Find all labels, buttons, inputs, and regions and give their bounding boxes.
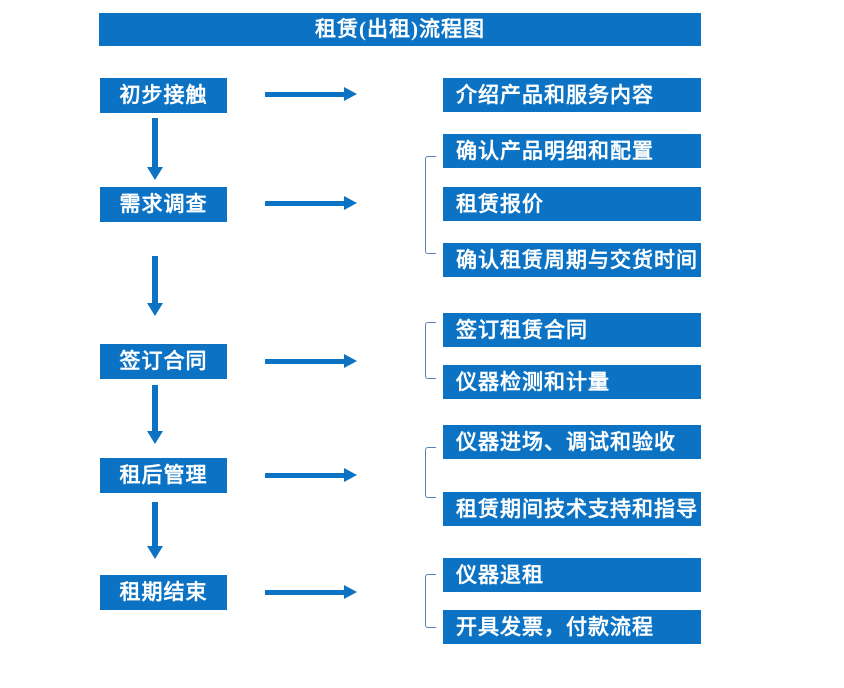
group-bracket [425,156,436,254]
arrow-down-icon [147,256,163,316]
output-box-invoice-payment: 开具发票，付款流程 [443,610,701,644]
output-box-rental-quotation: 租赁报价 [443,187,701,221]
arrow-right-icon [265,585,357,599]
arrow-down-icon [147,118,163,180]
output-box-tech-support: 租赁期间技术支持和指导 [443,492,701,526]
stage-box-post-rental-management: 租后管理 [100,458,227,493]
stage-box-sign-contract: 签订合同 [100,344,227,379]
stage-box-demand-survey: 需求调查 [100,187,227,222]
arrow-down-icon [147,502,163,559]
output-box-instrument-setup: 仪器进场、调试和验收 [443,425,701,459]
arrow-right-icon [265,468,357,482]
group-bracket [425,574,436,628]
arrow-right-icon [265,354,357,368]
output-box-confirm-product-config: 确认产品明细和配置 [443,134,701,168]
stage-box-rental-end: 租期结束 [100,575,227,610]
output-box-instrument-testing: 仪器检测和计量 [443,365,701,399]
flowchart-title: 租赁(出租)流程图 [99,13,701,46]
output-box-confirm-period-delivery: 确认租赁周期与交货时间 [443,243,701,277]
group-bracket [425,447,436,498]
arrow-right-icon [265,87,357,101]
group-bracket [425,322,436,379]
arrow-right-icon [265,196,357,210]
output-box-sign-rental-contract: 签订租赁合同 [443,313,701,347]
stage-box-initial-contact: 初步接触 [100,78,227,113]
output-box-introduce-products: 介绍产品和服务内容 [443,78,701,112]
output-box-instrument-return: 仪器退租 [443,558,701,592]
arrow-down-icon [147,385,163,444]
